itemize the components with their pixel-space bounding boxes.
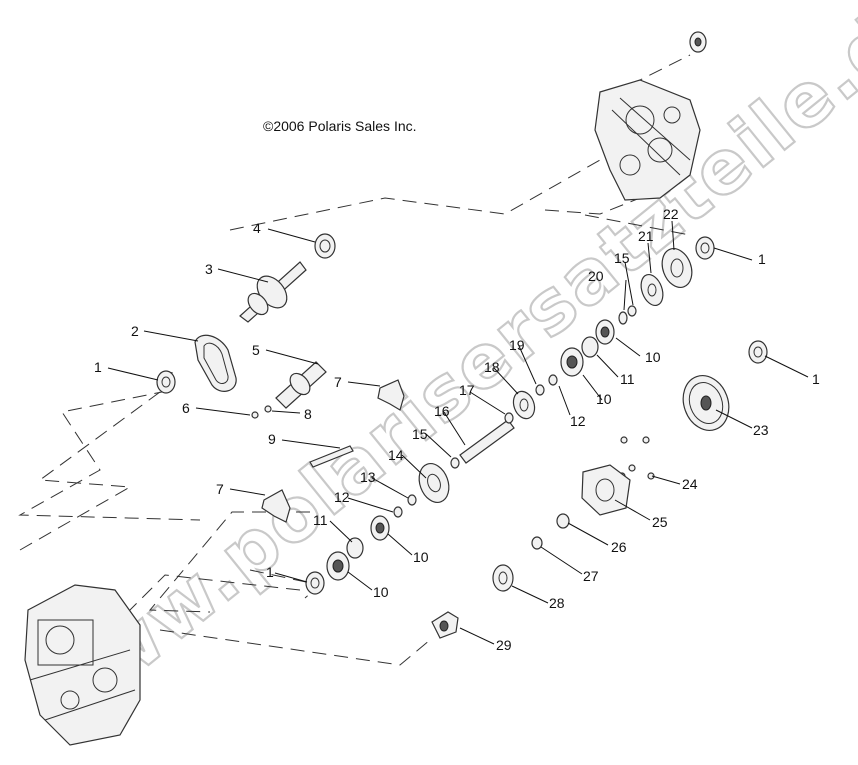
part-6-ball — [251, 411, 259, 419]
part-25-flange — [581, 464, 631, 516]
part-1-bearing-left — [156, 370, 176, 394]
callout-22: 22 — [663, 206, 679, 222]
leader-lines — [107, 220, 809, 645]
part-1-bearing-bottom — [305, 571, 325, 595]
callout-8: 8 — [304, 406, 312, 422]
part-15-ring-upper — [627, 305, 637, 317]
part-20-ring — [618, 311, 628, 325]
part-1-bearing-upper-right — [695, 236, 715, 260]
copyright-notice: ©2006 Polaris Sales Inc. — [263, 118, 417, 134]
callout-27: 27 — [583, 568, 599, 584]
part-8-ring — [264, 405, 272, 413]
callout-1: 1 — [94, 359, 102, 375]
part-11-ring-lower — [346, 537, 364, 559]
callout-24: 24 — [682, 476, 698, 492]
part-10-bearing-d — [595, 319, 615, 345]
callout-25: 25 — [652, 514, 668, 530]
callout-1: 1 — [758, 251, 766, 267]
callout-29: 29 — [496, 637, 512, 653]
callout-4: 4 — [253, 220, 261, 236]
part-14-gear — [418, 463, 450, 503]
callout-10: 10 — [596, 391, 612, 407]
part-15-ring-lower — [450, 457, 460, 469]
transmission-case-lower — [24, 584, 141, 746]
callout-18: 18 — [484, 359, 500, 375]
callout-17: 17 — [459, 382, 475, 398]
part-12-ring-lower — [393, 506, 403, 518]
part-3-shaft — [239, 261, 307, 323]
part-4-bearing — [314, 233, 336, 259]
callout-28: 28 — [549, 595, 565, 611]
part-27-ring — [531, 536, 543, 550]
part-23-large-gear — [682, 375, 730, 431]
part-7-shift-fork-upper — [377, 379, 405, 411]
callout-12: 12 — [334, 489, 350, 505]
part-1-bearing-right — [748, 340, 768, 364]
part-7-shift-fork-lower — [261, 489, 291, 523]
part-17-ring — [504, 412, 514, 424]
part-5-shift-drum — [275, 361, 327, 409]
part-22-gear — [661, 248, 693, 288]
callout-5: 5 — [252, 342, 260, 358]
callout-10: 10 — [413, 549, 429, 565]
transmission-case-upper — [594, 79, 701, 201]
callout-13: 13 — [360, 469, 376, 485]
callout-3: 3 — [205, 261, 213, 277]
callout-7: 7 — [334, 374, 342, 390]
callout-11: 11 — [313, 512, 328, 528]
part-26-ring — [556, 513, 570, 529]
callout-1: 1 — [812, 371, 820, 387]
part-bolt-top — [689, 31, 707, 53]
part-21-gear — [640, 273, 664, 307]
callout-21: 21 — [638, 228, 654, 244]
callout-11: 11 — [620, 371, 635, 387]
callout-9: 9 — [268, 431, 276, 447]
callout-20: 20 — [588, 268, 604, 284]
part-11-ring-upper — [581, 336, 599, 358]
part-9-rod — [309, 445, 354, 468]
part-10-bearing-b — [326, 551, 350, 581]
callout-6: 6 — [182, 400, 190, 416]
callout-15: 15 — [614, 250, 630, 266]
callout-16: 16 — [434, 403, 450, 419]
callout-14: 14 — [388, 447, 404, 463]
watermark-text: www.polarisersatzteile.de — [19, 0, 858, 749]
callout-23: 23 — [753, 422, 769, 438]
part-10-bearing-a — [370, 515, 390, 541]
callout-7: 7 — [216, 481, 224, 497]
callout-15: 15 — [412, 426, 428, 442]
part-19-ring — [535, 384, 545, 396]
callout-2: 2 — [131, 323, 139, 339]
part-12-ring-upper — [548, 374, 558, 386]
part-16-main-shaft — [459, 419, 515, 464]
callout-19: 19 — [509, 337, 525, 353]
callout-26: 26 — [611, 539, 627, 555]
part-28-bearing — [492, 564, 514, 592]
part-2-chain — [194, 334, 237, 392]
callout-12: 12 — [570, 413, 586, 429]
part-18-gear — [512, 390, 536, 420]
callout-10: 10 — [645, 349, 661, 365]
part-10-bearing-c — [560, 347, 584, 377]
callout-1: 1 — [266, 564, 274, 580]
callout-labels: 1 1 1 1 2 3 4 5 6 7 7 8 9 10 10 10 10 11… — [94, 206, 820, 653]
part-13-ring — [407, 494, 417, 506]
part-29-plug — [431, 611, 459, 639]
callout-10: 10 — [373, 584, 389, 600]
part-24-screws — [618, 436, 655, 480]
